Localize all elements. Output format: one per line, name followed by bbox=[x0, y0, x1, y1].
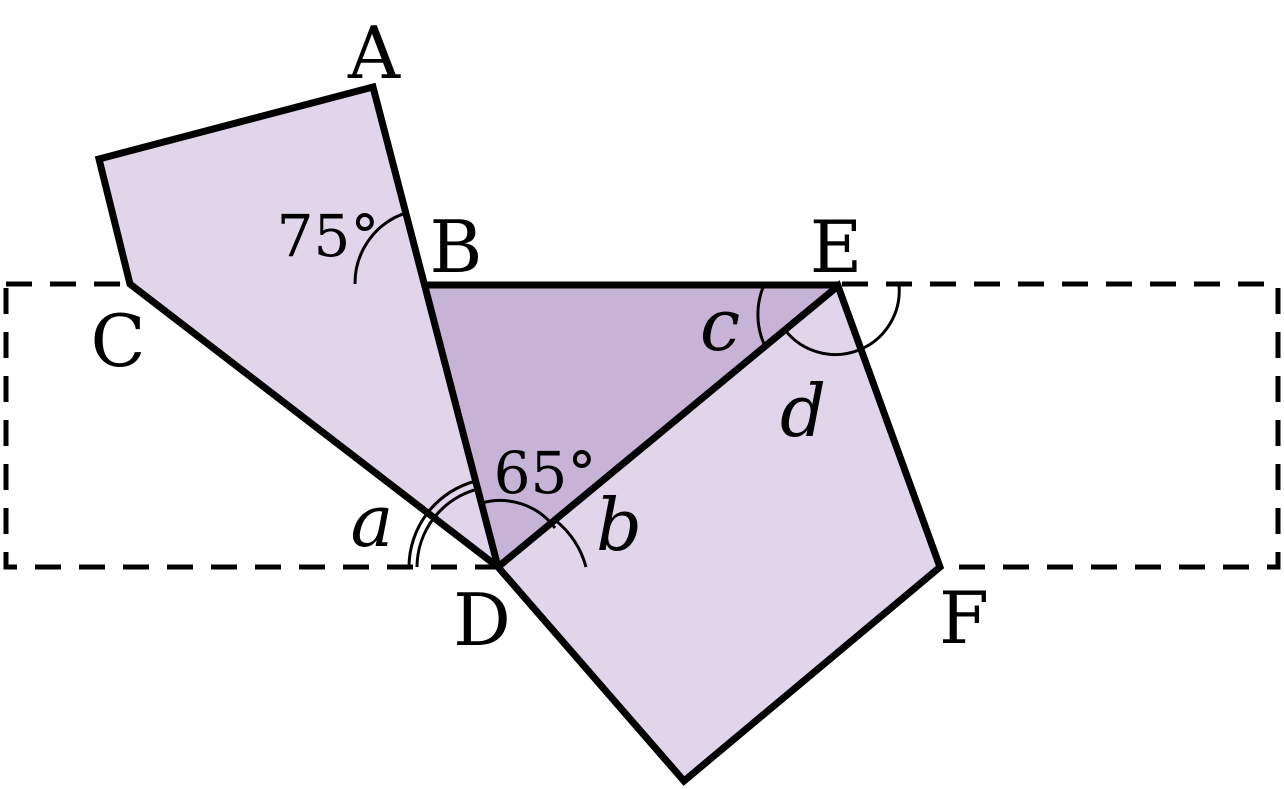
label-angle-b: b bbox=[596, 483, 642, 567]
arc-b bbox=[554, 518, 588, 568]
label-d-point: D bbox=[453, 578, 511, 662]
triangle-bed bbox=[428, 285, 838, 567]
label-angle-75: 75° bbox=[277, 202, 380, 270]
arc-75 bbox=[353, 210, 410, 285]
label-b-point: B bbox=[430, 205, 483, 289]
label-a-point: A bbox=[347, 11, 401, 95]
arc-d bbox=[783, 284, 901, 357]
lower-square-outline bbox=[493, 280, 945, 786]
upper-quadrilateral bbox=[99, 87, 498, 567]
label-e-point: E bbox=[810, 205, 863, 289]
label-f-point: F bbox=[939, 576, 989, 660]
label-angle-d: d bbox=[780, 369, 826, 453]
arc-c bbox=[756, 284, 766, 345]
label-angle-a: a bbox=[351, 479, 394, 563]
arc-a-inner bbox=[415, 487, 479, 568]
label-angle-65: 65° bbox=[494, 439, 597, 507]
arc-a-outer bbox=[407, 479, 477, 568]
label-c-point: C bbox=[90, 299, 145, 383]
arc-65 bbox=[481, 499, 557, 529]
label-angle-c: c bbox=[700, 283, 740, 367]
